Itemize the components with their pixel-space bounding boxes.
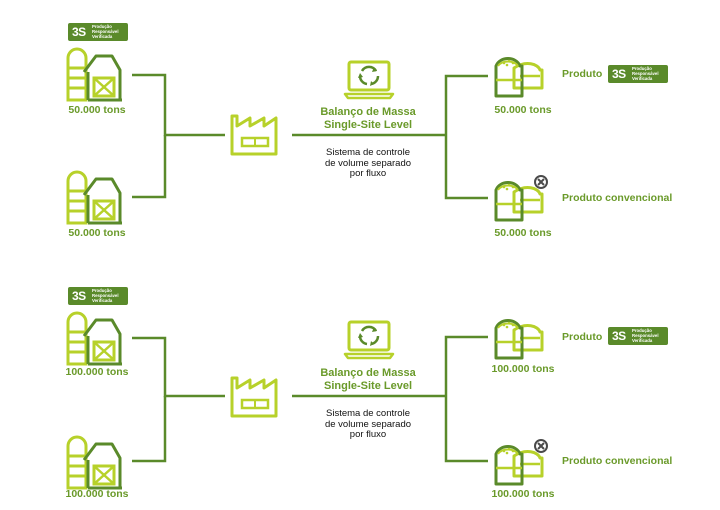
bottom-output-2-label: Produto convencional xyxy=(562,455,673,467)
top-product-sacks-icon xyxy=(494,57,544,98)
bottom-conventional-sacks-icon xyxy=(494,445,544,486)
badge-logo-text: 3S xyxy=(72,25,86,39)
top-laptop-cycle-icon xyxy=(343,60,395,100)
bottom-laptop-cycle-icon xyxy=(343,320,395,360)
bottom-reject-icon xyxy=(534,439,548,453)
badge-logo-text: 3S xyxy=(72,289,86,303)
badge-logo-text: 3S xyxy=(612,67,626,81)
bottom-factory-icon xyxy=(230,376,278,418)
top-output-2-quantity: 50.000 tons xyxy=(494,227,552,239)
top-farm-2-icon xyxy=(66,170,124,225)
top-conventional-sacks-icon xyxy=(494,181,544,222)
bottom-output-1-label: Produto xyxy=(562,331,603,343)
top-output-2-label: Produto convencional xyxy=(562,192,673,204)
bottom-product-sacks-icon xyxy=(494,319,544,360)
top-reject-icon xyxy=(534,175,548,189)
bottom-output-2-quantity: 100.000 tons xyxy=(491,488,555,500)
bottom-farm-1-quantity: 100.000 tons xyxy=(65,366,129,378)
bottom-farm-1-icon xyxy=(66,311,124,366)
badge-logo-text: 3S xyxy=(612,329,626,343)
top-farm-1-icon xyxy=(66,47,124,102)
bottom-farm-2-icon xyxy=(66,435,124,490)
top-farm-1-quantity: 50.000 tons xyxy=(68,104,126,116)
bottom-output-1-quantity: 100.000 tons xyxy=(491,363,555,375)
top-output-1-label: Produto xyxy=(562,68,603,80)
bottom-farm-2-quantity: 100.000 tons xyxy=(65,488,129,500)
top-farm-2-quantity: 50.000 tons xyxy=(68,227,126,239)
top-factory-icon xyxy=(230,114,278,156)
bottom-flow-lines xyxy=(132,335,488,463)
top-flow-lines xyxy=(132,73,488,200)
top-output-1-quantity: 50.000 tons xyxy=(494,104,552,116)
